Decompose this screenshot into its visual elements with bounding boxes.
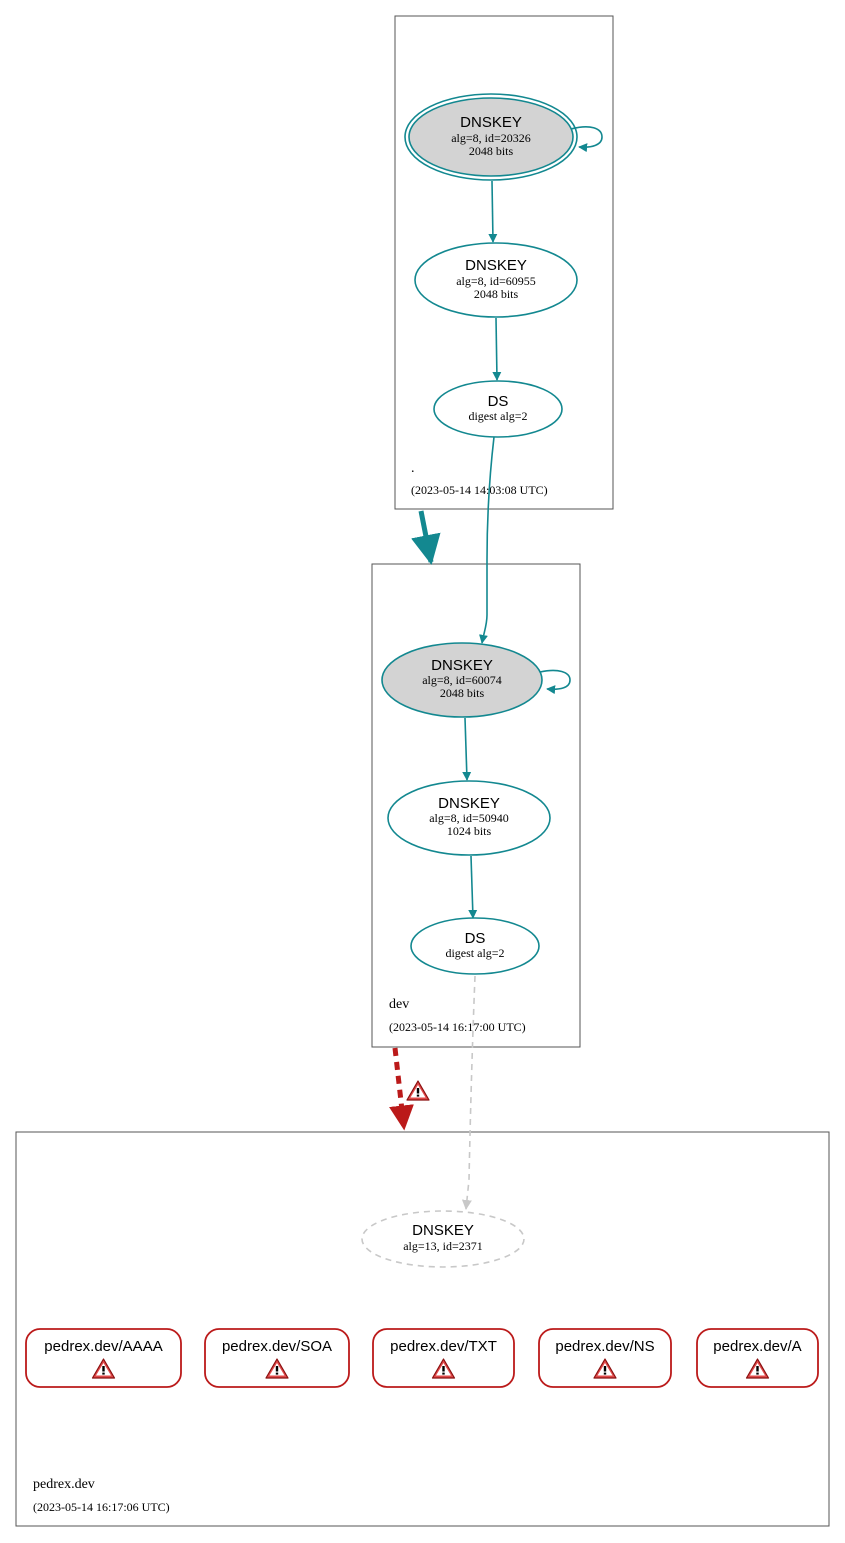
node-dev-zsk-size: 1024 bits [447,824,492,838]
edge-root-ksk-zsk [488,180,498,243]
node-dev-ksk-shape [381,642,543,718]
rrset-pedrex-ns[interactable]: pedrex.dev/NS [538,1328,672,1388]
node-root-zsk-params: alg=8, id=60955 [456,274,536,288]
node-dev-zsk-params: alg=8, id=50940 [429,811,509,825]
node-root-ds-title: DS [488,393,509,410]
edge-root-ksk-self [570,126,603,153]
rrset-label: pedrex.dev/NS [555,1338,654,1355]
rrset-pedrex-aaaa[interactable]: pedrex.dev/AAAA [25,1328,182,1388]
zone-dev-timestamp: (2023-05-14 16:17:00 UTC) [389,1020,526,1034]
node-dev-ds-params: digest alg=2 [445,946,504,960]
node-pedrex-dnskey-shape [361,1210,525,1268]
node-root-zsk-size: 2048 bits [474,287,519,301]
edge-delegation-dev-pedrex [389,1047,414,1131]
node-root-ksk-shape [408,97,574,177]
rrset-pedrex-txt[interactable]: pedrex.dev/TXT [372,1328,515,1388]
node-dev-ds[interactable]: DS digest alg=2 [410,917,540,975]
node-root-ds-params: digest alg=2 [468,409,527,423]
rrset-pedrex-txt-box [372,1328,515,1388]
rrset-pedrex-ns-box [538,1328,672,1388]
node-root-ksk[interactable]: DNSKEY alg=8, id=20326 2048 bits [404,93,578,181]
rrset-label: pedrex.dev/A [713,1338,801,1355]
node-root-zsk-title: DNSKEY [465,257,527,274]
node-dev-ksk[interactable]: DNSKEY alg=8, id=60074 2048 bits [381,642,543,718]
rrset-pedrex-soa-box [204,1328,350,1388]
zone-root-timestamp: (2023-05-14 14:03:08 UTC) [411,483,548,497]
edge-root-ds-dev-ksk [479,436,495,644]
node-pedrex-dnskey-params: alg=13, id=2371 [403,1239,483,1253]
node-root-ds-shape [433,380,563,438]
rrset-label: pedrex.dev/SOA [222,1338,332,1355]
node-dev-zsk[interactable]: DNSKEY alg=8, id=50940 1024 bits [387,780,551,856]
node-root-ds[interactable]: DS digest alg=2 [433,380,563,438]
node-root-ksk-params: alg=8, id=20326 [451,131,531,145]
node-dev-ksk-size: 2048 bits [440,686,485,700]
node-root-zsk[interactable]: DNSKEY alg=8, id=60955 2048 bits [414,242,578,318]
zone-pedrex-timestamp: (2023-05-14 16:17:06 UTC) [33,1500,170,1514]
node-dev-zsk-shape [387,780,551,856]
node-dev-zsk-title: DNSKEY [438,795,500,812]
node-pedrex-dnskey-title: DNSKEY [412,1222,474,1239]
node-root-ksk-title: DNSKEY [460,114,522,131]
edge-dev-zsk-ds [468,855,478,919]
rrset-pedrex-soa[interactable]: pedrex.dev/SOA [204,1328,350,1388]
warning-triangle-icon [406,1080,430,1101]
node-dev-ksk-params: alg=8, id=60074 [422,673,502,687]
edge-root-zsk-ds [492,317,502,381]
node-dev-ds-shape [410,917,540,975]
edge-dev-ksk-self [539,669,571,695]
node-root-zsk-shape [414,242,578,318]
node-pedrex-dnskey[interactable]: DNSKEY alg=13, id=2371 [361,1210,525,1268]
node-root-ksk-size: 2048 bits [469,144,514,158]
node-dev-ds-title: DS [465,930,486,947]
edge-delegation-root-dev [411,510,441,565]
zone-dev-name: dev [389,997,409,1012]
rrset-label: pedrex.dev/AAAA [44,1338,162,1355]
node-root-ksk-outer-ring [404,93,578,181]
edges [389,126,603,1210]
edge-dev-ksk-zsk [462,717,472,781]
rrset-pedrex-aaaa-box [25,1328,182,1388]
zone-pedrex-name: pedrex.dev [33,1477,95,1492]
rrset-label: pedrex.dev/TXT [390,1338,497,1355]
rrset-pedrex-a-box [696,1328,819,1388]
zone-root-name: . [411,461,415,476]
rrset-pedrex-a[interactable]: pedrex.dev/A [696,1328,819,1388]
node-dev-ksk-title: DNSKEY [431,657,493,674]
